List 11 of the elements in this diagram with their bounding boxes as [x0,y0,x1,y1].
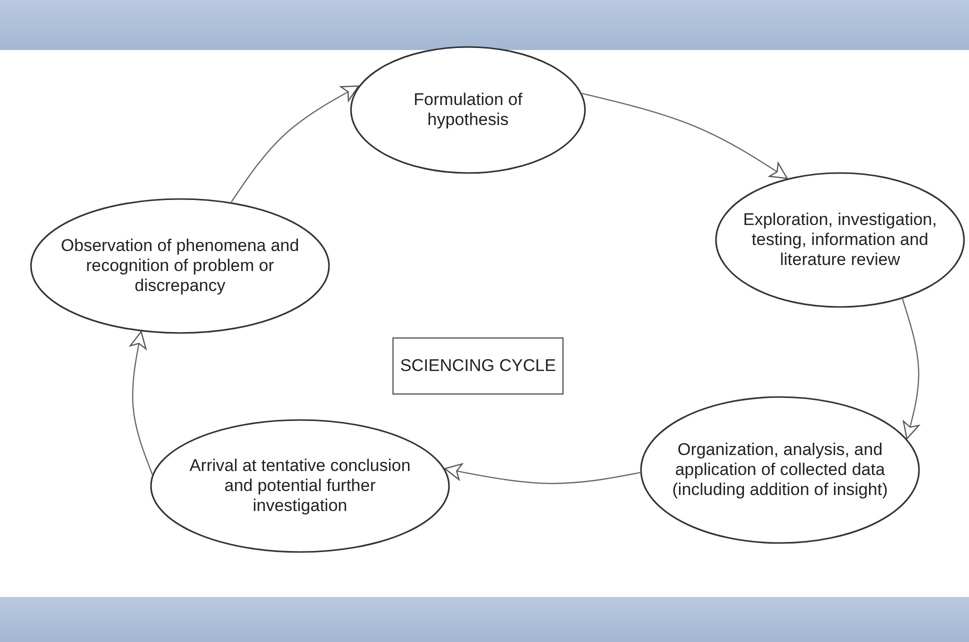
cycle-arrow [444,463,640,484]
cycle-arrow [130,331,153,475]
stage-text: Observation of phenomena and recognition of problem or discrepancy [60,236,300,296]
cycle-arrow [230,85,360,202]
cycle-arrow [902,298,920,440]
stage-text: Arrival at tentative conclusion and potential further investigation [188,456,412,516]
stage-text: Formulation of hypothesis [412,90,524,130]
stage-text: Exploration, investigation, testing, information and literature review [742,210,938,270]
cycle-title: SCIENCING CYCLE [399,356,557,376]
cycle-arrow [582,92,788,179]
stage-text: Organization, analysis, and application of collected data (including addition of insight) [671,440,889,500]
